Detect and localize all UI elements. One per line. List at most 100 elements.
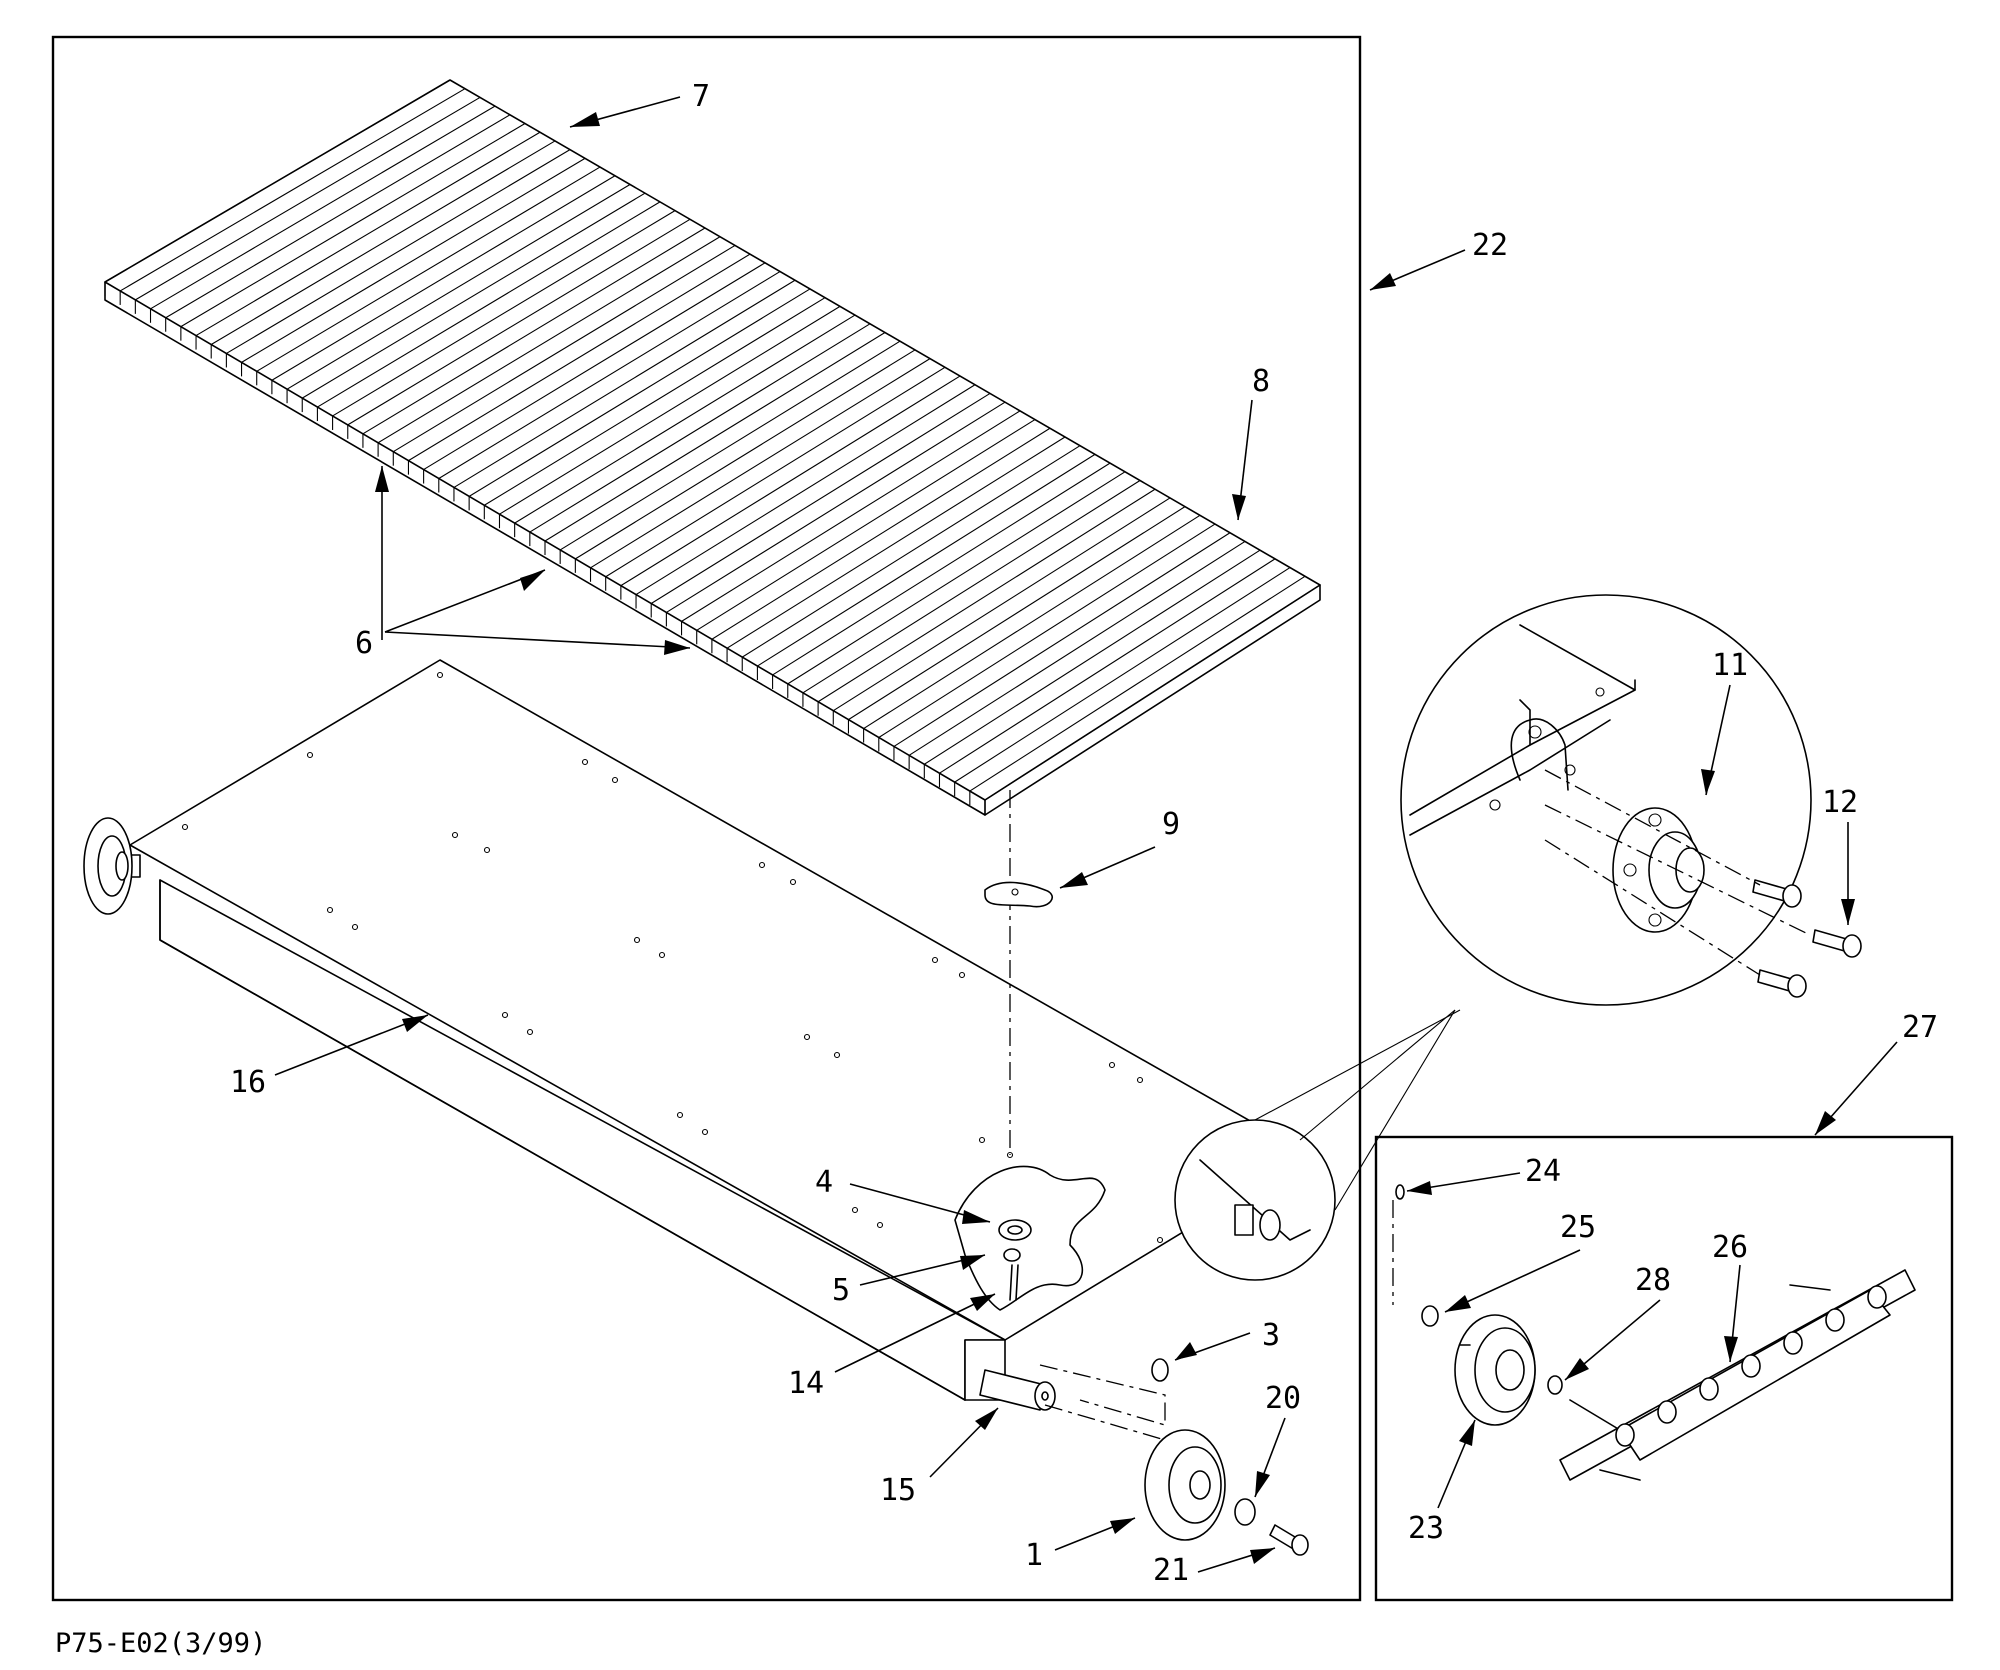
callout-16: 16 <box>230 1065 266 1100</box>
tread-rib <box>787 471 1126 685</box>
tread-rib <box>969 575 1306 792</box>
mounting-hole <box>701 1128 709 1136</box>
tread-rib <box>165 114 511 319</box>
tread-rib <box>559 340 901 551</box>
tread-rib <box>984 584 1321 801</box>
chain-link-pin <box>1657 1400 1677 1424</box>
hex-bolt <box>1269 1524 1309 1556</box>
tread-rib <box>180 123 526 328</box>
callout-9: 9 <box>1162 807 1180 842</box>
retaining-ring <box>1151 1358 1169 1382</box>
chain-detail-frame <box>1374 1135 1954 1602</box>
callout-15: 15 <box>880 1473 916 1508</box>
tread-rib <box>195 131 541 337</box>
mounting-hole <box>501 1011 509 1019</box>
callout-25: 25 <box>1560 1210 1596 1245</box>
tread-rib <box>362 227 706 435</box>
tread-rib <box>590 358 931 569</box>
tread-rib <box>226 149 571 354</box>
cutaway-view <box>954 1165 1106 1311</box>
cover-plate-9 <box>984 881 1053 908</box>
tread-rib <box>241 157 586 363</box>
chain-link-pin <box>1783 1331 1803 1355</box>
tread-rib <box>377 236 721 444</box>
tread-rib <box>347 218 691 426</box>
mounting-hole <box>1006 1151 1014 1159</box>
mounting-hole <box>931 956 939 964</box>
magnified-bracket <box>1409 624 1636 836</box>
drawing-code: P75-E02(3/99) <box>55 1628 266 1659</box>
tread-rib <box>832 497 1171 712</box>
callout-6: 6 <box>355 626 373 661</box>
tread-rib <box>817 488 1156 703</box>
tread-rib <box>392 244 736 453</box>
tread-rib <box>408 253 751 462</box>
mounting-hole <box>676 1111 684 1119</box>
tread-rib <box>711 427 1051 640</box>
mounting-hole <box>1156 1236 1164 1244</box>
left-roller <box>83 817 141 915</box>
callout-22: 22 <box>1472 228 1508 263</box>
callout-12: 12 <box>1822 785 1858 820</box>
mounting-hole <box>306 751 314 759</box>
tread-rib <box>514 314 856 524</box>
chain-links <box>1615 1285 1887 1447</box>
tread-rib <box>575 349 916 560</box>
callout-27: 27 <box>1902 1010 1938 1045</box>
tread-rib <box>650 392 991 604</box>
callout-24: 24 <box>1525 1154 1561 1189</box>
chain-link-pin <box>1699 1377 1719 1401</box>
tread-rib <box>757 453 1096 667</box>
o-ring-24 <box>1395 1184 1405 1200</box>
callout-7: 7 <box>692 79 710 114</box>
tread-rib <box>544 332 886 542</box>
tread-rib <box>741 445 1081 658</box>
main-assembly-frame <box>51 35 1362 1602</box>
leader-arrowheads <box>375 112 1855 1564</box>
tread-rib <box>150 105 496 310</box>
callout-labels: 7 8 6 9 16 4 5 14 3 15 20 1 21 22 11 12 … <box>230 79 1938 1588</box>
tread-rib <box>635 384 976 596</box>
mounting-hole <box>483 846 491 854</box>
callout-5: 5 <box>832 1273 850 1308</box>
grooved-tread-plate <box>104 79 1321 816</box>
tread-rib <box>878 523 1216 738</box>
step-body <box>129 659 1311 1401</box>
tread-rib <box>104 79 451 283</box>
tread-rib <box>453 279 796 488</box>
tread-ribs <box>104 79 1321 814</box>
chain-link-pin <box>1825 1308 1845 1332</box>
tread-rib <box>135 96 481 301</box>
callout-4: 4 <box>815 1165 833 1200</box>
mounting-holes <box>181 671 1289 1244</box>
mounting-hole <box>451 831 459 839</box>
tread-rib <box>726 436 1066 649</box>
tread-rib <box>924 549 1261 765</box>
magnified-detail-circle <box>1400 594 1812 1006</box>
mounting-hole <box>833 1051 841 1059</box>
mounting-hole <box>1108 1061 1116 1069</box>
tread-rib <box>893 532 1231 747</box>
tread-rib <box>529 323 871 533</box>
mounting-hole <box>958 971 966 979</box>
tread-rib <box>210 140 556 345</box>
mounting-hole <box>581 758 589 766</box>
mounting-hole <box>326 906 334 914</box>
tread-rib <box>802 480 1141 694</box>
tread-rib <box>681 410 1021 622</box>
mounting-hole <box>978 1136 986 1144</box>
tread-rib <box>939 558 1276 774</box>
front-roller <box>1144 1429 1226 1541</box>
tread-rib <box>256 166 601 372</box>
tread-rib <box>468 288 811 497</box>
tread-rib <box>423 262 766 471</box>
mounting-hole <box>789 878 797 886</box>
washer <box>1234 1498 1256 1526</box>
tread-rib <box>666 401 1006 613</box>
tread-rib <box>863 514 1201 730</box>
callout-14: 14 <box>788 1366 824 1401</box>
mounting-hole <box>611 776 619 784</box>
tread-rib <box>954 567 1291 783</box>
tread-rib <box>772 462 1111 676</box>
